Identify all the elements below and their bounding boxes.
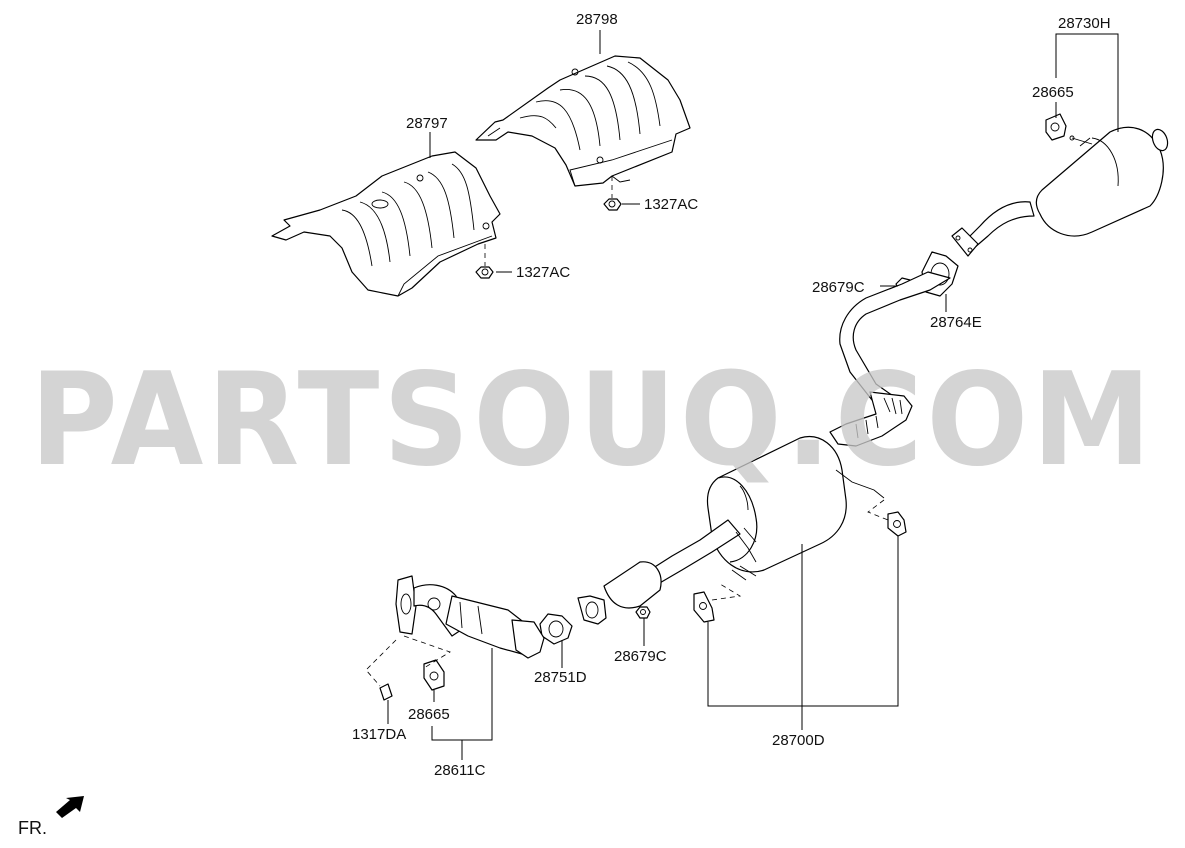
nut-28679c-mid[interactable] xyxy=(635,606,651,619)
heat-shield-lower[interactable] xyxy=(271,151,501,297)
rubber-hanger-center-left[interactable] xyxy=(693,591,715,623)
rubber-hanger-top[interactable] xyxy=(1045,113,1093,145)
label-1327ac-upper[interactable]: 1327AC xyxy=(644,196,698,213)
watermark: PARTSOUQ.COM xyxy=(30,346,1155,495)
label-28797[interactable]: 28797 xyxy=(406,115,448,132)
label-1317da[interactable]: 1317DA xyxy=(352,726,406,743)
front-direction-marker: FR. xyxy=(18,796,84,838)
label-28730h[interactable]: 28730H xyxy=(1058,15,1111,32)
label-28679c-mid[interactable]: 28679C xyxy=(614,648,667,665)
label-28751d[interactable]: 28751D xyxy=(534,669,587,686)
leader-lines xyxy=(387,30,1119,760)
front-label: FR. xyxy=(18,818,47,838)
label-28665-low[interactable]: 28665 xyxy=(408,706,450,723)
label-28798[interactable]: 28798 xyxy=(576,11,618,28)
rear-muffler[interactable] xyxy=(951,126,1170,257)
bolt-1317da[interactable] xyxy=(379,683,393,701)
center-muffler[interactable] xyxy=(577,436,885,625)
nut-1327ac-lower[interactable] xyxy=(475,266,494,279)
label-28679c-top[interactable]: 28679C xyxy=(812,279,865,296)
label-1327ac-lower[interactable]: 1327AC xyxy=(516,264,570,281)
label-28665-top[interactable]: 28665 xyxy=(1032,84,1074,101)
intermediate-pipe[interactable] xyxy=(829,271,951,447)
label-28700d[interactable]: 28700D xyxy=(772,732,825,749)
gasket-28751d[interactable] xyxy=(539,613,573,645)
rubber-hanger-center-right[interactable] xyxy=(887,511,907,537)
nut-1327ac-upper[interactable] xyxy=(603,198,622,211)
front-pipe-converter[interactable] xyxy=(395,575,545,659)
label-28611c[interactable]: 28611C xyxy=(434,762,486,779)
rubber-hanger-lower[interactable] xyxy=(423,659,445,691)
label-28764e[interactable]: 28764E xyxy=(930,314,982,331)
heat-shield-upper[interactable] xyxy=(475,55,691,187)
front-arrow-icon xyxy=(56,796,84,818)
